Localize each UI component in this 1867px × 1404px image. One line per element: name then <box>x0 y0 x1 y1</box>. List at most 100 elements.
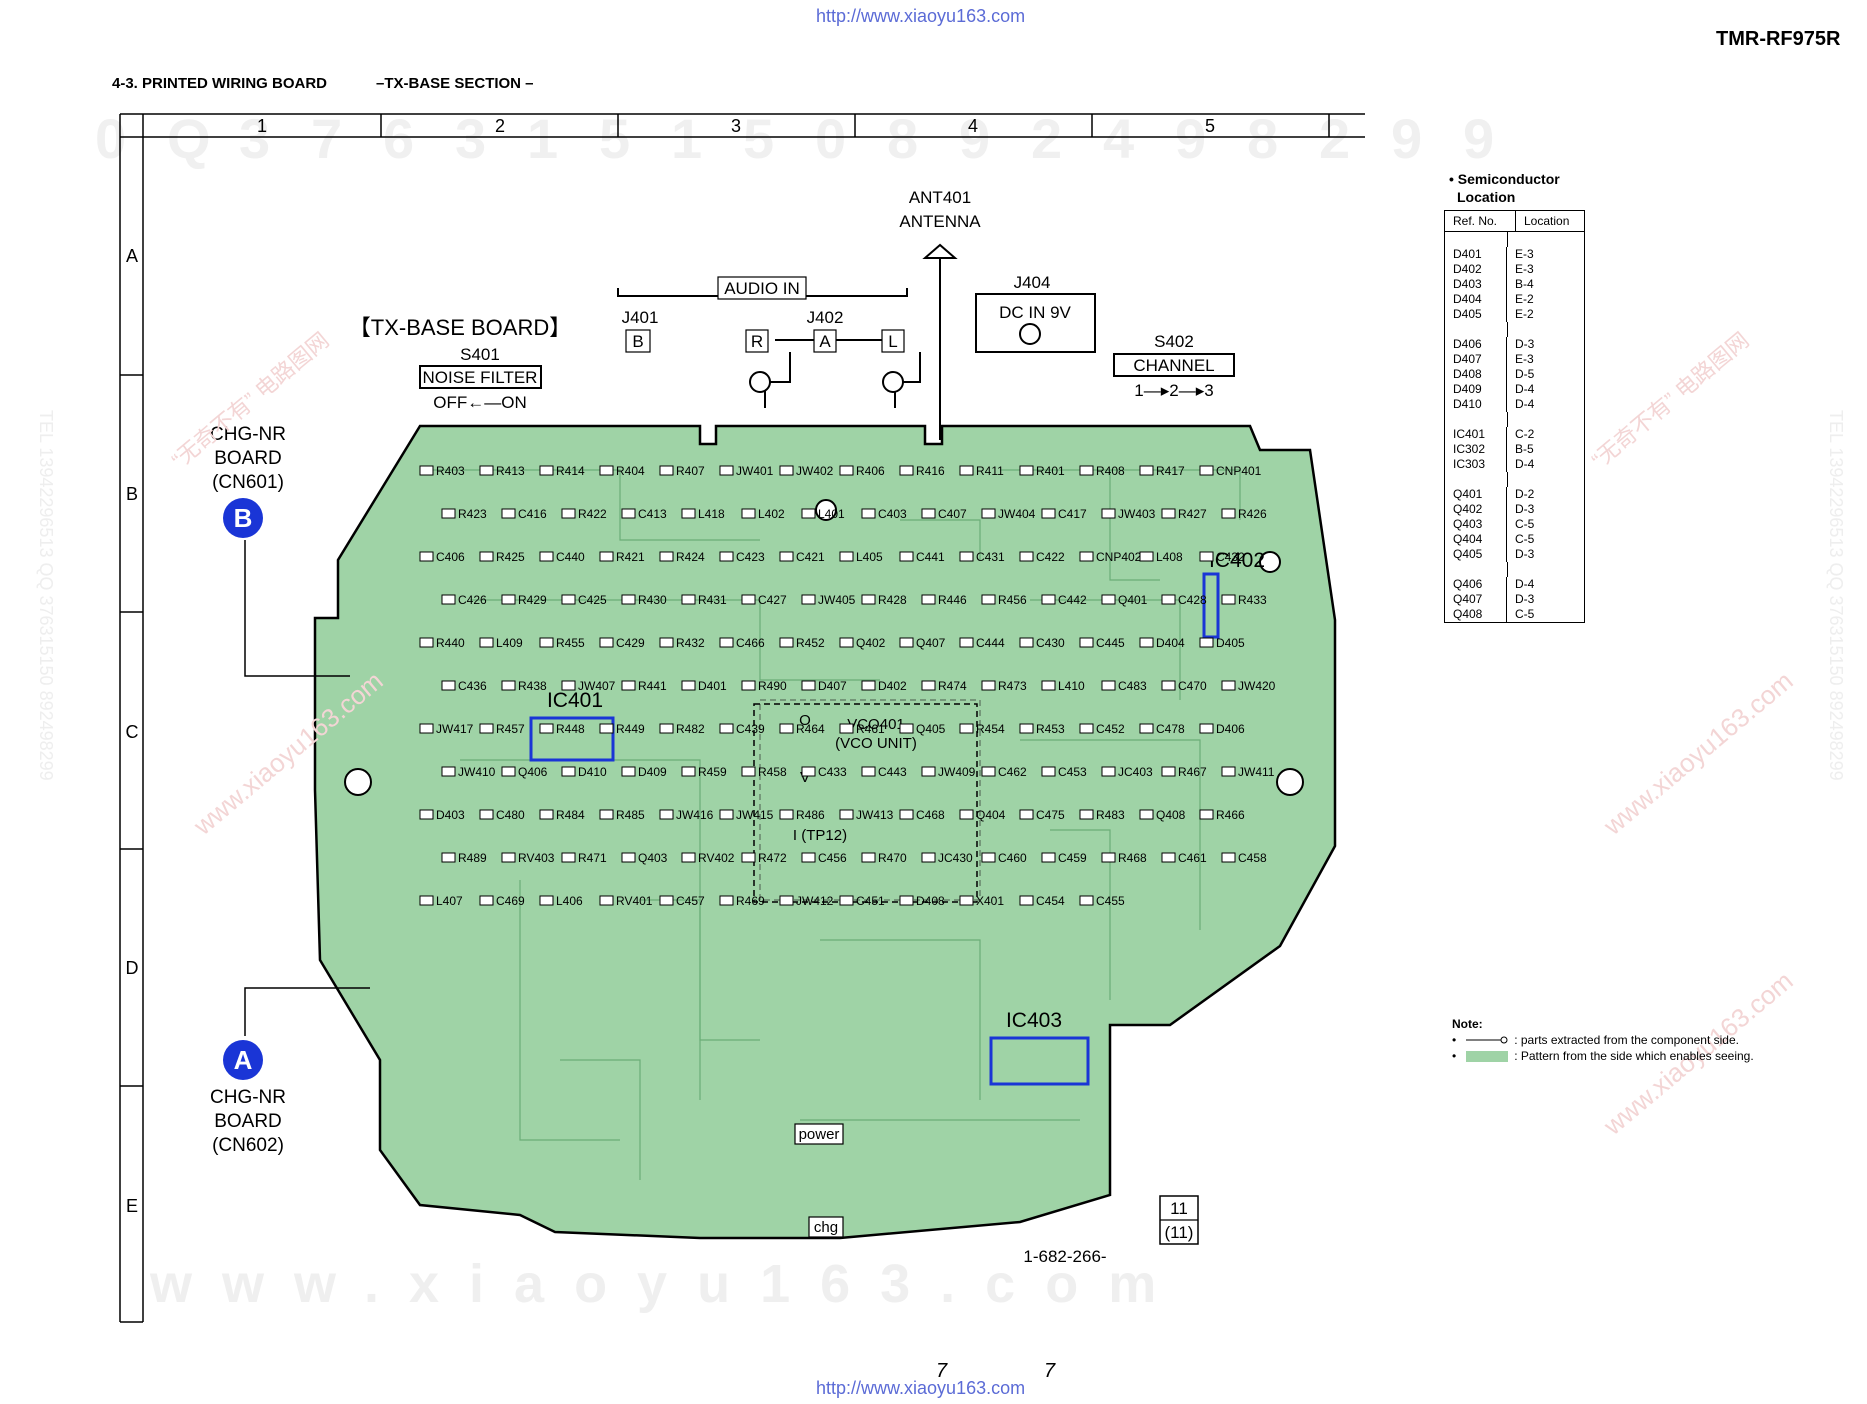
component-pad <box>1199 809 1214 820</box>
chg-nr-a-line2: BOARD <box>214 1111 282 1132</box>
loc-location: E-2 <box>1515 307 1534 321</box>
watermark-digit: 0 <box>815 107 846 170</box>
component-ref-label: JW403 <box>1118 507 1156 521</box>
connector-badge-a <box>223 1040 263 1080</box>
component-pad <box>441 852 456 863</box>
component-c441: C441 <box>899 550 945 564</box>
component-ref-label: JW416 <box>676 808 714 822</box>
component-pad <box>441 594 456 605</box>
component-pad <box>1199 551 1214 562</box>
component-pad <box>539 637 554 648</box>
component-jw416: JW416 <box>659 808 714 822</box>
component-pad <box>779 809 794 820</box>
component-pad <box>719 551 734 562</box>
bullet-icon: • <box>1452 1049 1457 1063</box>
component-ref-label: JC430 <box>938 851 973 865</box>
component-ref-label: C428 <box>1178 593 1207 607</box>
loc-group-gap <box>1445 472 1584 487</box>
component-ref-label: R430 <box>638 593 667 607</box>
component-pad <box>659 895 674 906</box>
component-rv403: RV403 <box>501 851 555 865</box>
component-l407: L407 <box>419 894 463 908</box>
component-ref-label: R438 <box>518 679 547 693</box>
component-pad <box>1139 809 1154 820</box>
component-r407: R407 <box>659 464 705 478</box>
component-cnp401: CNP401 <box>1199 464 1262 478</box>
component-ref-label: R427 <box>1178 507 1207 521</box>
loc-group-gap <box>1445 412 1584 427</box>
component-ref-label: R440 <box>436 636 465 650</box>
source-url-top[interactable]: http://www.xiaoyu163.com <box>816 6 1026 26</box>
component-pad <box>1161 680 1176 691</box>
component-ref-label: R407 <box>676 464 705 478</box>
component-pad <box>741 680 756 691</box>
component-c423: C423 <box>719 550 765 564</box>
component-ref-label: D405 <box>1216 636 1245 650</box>
page-box-top: 11 <box>1170 1199 1188 1218</box>
component-c406: C406 <box>419 550 465 564</box>
loc-ref: Q402 <box>1445 502 1507 517</box>
component-l402: L402 <box>741 507 785 521</box>
component-pad <box>1199 465 1214 476</box>
component-jc403: JC403 <box>1101 765 1153 779</box>
component-pad <box>621 680 636 691</box>
component-r449: R449 <box>599 722 645 736</box>
component-r424: R424 <box>659 550 705 564</box>
component-ref-label: L418 <box>698 507 725 521</box>
component-r423: R423 <box>441 507 487 521</box>
j404-label: DC IN 9V <box>999 303 1071 322</box>
loc-ref: D405 <box>1445 307 1507 322</box>
component-pad <box>1221 766 1236 777</box>
loc-group-gap <box>1445 562 1584 577</box>
loc-location: E-3 <box>1515 352 1534 366</box>
loc-ref: Q408 <box>1445 607 1507 622</box>
component-pad <box>681 594 696 605</box>
component-ref-label: RV401 <box>616 894 653 908</box>
source-url-bottom[interactable]: http://www.xiaoyu163.com <box>816 1378 1026 1398</box>
component-c417: C417 <box>1041 507 1087 521</box>
component-pad <box>801 594 816 605</box>
component-ref-label: C413 <box>638 507 667 521</box>
watermark-digit: 8 <box>887 107 918 170</box>
component-ref-label: C427 <box>758 593 787 607</box>
component-c456: C456 <box>801 851 847 865</box>
component-ref-label: JC403 <box>1118 765 1153 779</box>
component-pad <box>539 465 554 476</box>
board-part-number: 1-682-266- <box>1023 1247 1106 1266</box>
component-c439: C439 <box>719 722 765 736</box>
component-ref-label: C440 <box>556 550 585 564</box>
component-x401: X401 <box>959 894 1004 908</box>
component-ref-label: R469 <box>736 894 765 908</box>
pcb-board <box>313 424 1337 1240</box>
component-c429: C429 <box>599 636 645 650</box>
component-c444: C444 <box>959 636 1005 650</box>
note-item-1: • : parts extracted from the component s… <box>1452 1032 1754 1048</box>
component-c480: C480 <box>479 808 525 822</box>
component-q408: Q408 <box>1139 808 1186 822</box>
component-r471: R471 <box>561 851 607 865</box>
component-q407: Q407 <box>899 636 946 650</box>
loc-ref: Q401 <box>1445 487 1507 502</box>
component-pad <box>741 594 756 605</box>
s402-ref: S402 <box>1154 332 1194 351</box>
site-watermark-right: www.xiaoyu163.com <box>1597 665 1799 841</box>
component-ref-label: R468 <box>1118 851 1147 865</box>
component-pad <box>501 852 516 863</box>
component-ref-label: JW401 <box>736 464 774 478</box>
component-c440: C440 <box>539 550 585 564</box>
grid-frame <box>119 113 1365 1323</box>
component-pad <box>1161 508 1176 519</box>
component-r421: R421 <box>599 550 645 564</box>
component-pad <box>1101 594 1116 605</box>
component-ref-label: R403 <box>436 464 465 478</box>
component-pad <box>621 594 636 605</box>
component-ref-label: C432 <box>1216 550 1245 564</box>
component-c427: C427 <box>741 593 787 607</box>
grid-col-1: 1 <box>257 116 267 136</box>
